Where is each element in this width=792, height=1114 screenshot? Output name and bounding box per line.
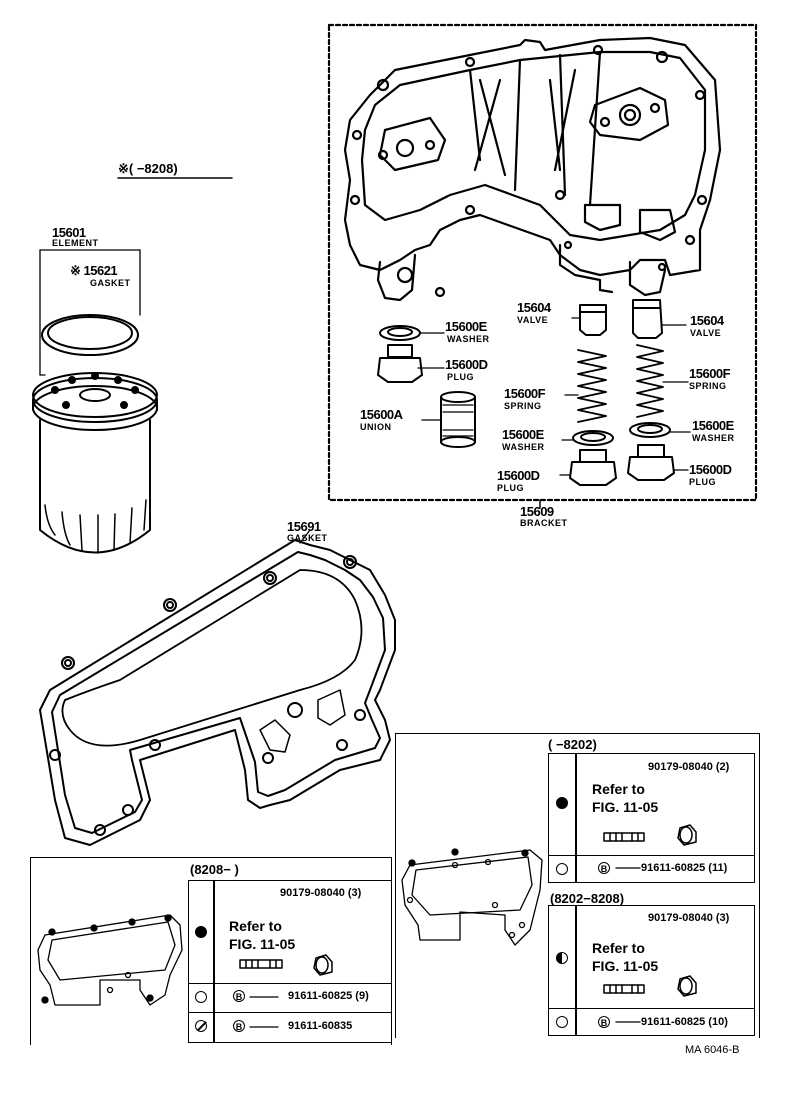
table-leaders [249, 867, 641, 1028]
b-circle-icon: B [233, 1020, 245, 1032]
table-right-bottom [548, 905, 755, 1036]
table-right-top-col [575, 753, 577, 883]
filter-gasket-number: ※ 15621 [70, 263, 118, 278]
table-left-row2-part: 91611-60825 (9) [288, 989, 369, 1002]
washer-left-name: WASHER [447, 334, 490, 344]
table-left-header: (8208− ) [190, 862, 239, 877]
union-drawing [440, 391, 476, 448]
washer-right-number: 15600E [692, 418, 734, 433]
valve-left-drawing [579, 304, 607, 336]
washer-right-drawing [629, 422, 671, 438]
table-right-bottom-divider [548, 1008, 755, 1009]
plug-left-name: PLUG [447, 372, 475, 382]
filter-gasket-name: GASKET [90, 278, 131, 288]
valve-right-number: 15604 [690, 313, 724, 328]
table-left-bolt-part: 90179-08040 (3) [280, 887, 362, 899]
union-name: UNION [360, 422, 392, 432]
footer-code: MA 6046-B [685, 1044, 740, 1056]
spring-left-number: 15600F [504, 386, 546, 401]
big-gasket-drawing [39, 529, 396, 846]
table-left-col [213, 880, 215, 1043]
open-circle-symbol [556, 1016, 568, 1028]
open-circle-symbol [195, 991, 207, 1003]
plug-right-name: PLUG [689, 477, 717, 487]
table-left-row2: B 91611-60825 (9) [233, 990, 369, 1002]
plug-right-number: 15600D [689, 462, 732, 477]
element-name: ELEMENT [52, 238, 99, 248]
table-right-bottom-col [575, 905, 577, 1036]
table-right-bottom-row2-part: 91611-60825 (10) [641, 1015, 728, 1028]
spring-right-name: SPRING [689, 381, 727, 391]
table-right-bottom-fig: FIG. 11-05 [592, 958, 659, 974]
b-circle-icon: B [598, 1016, 610, 1028]
spring-right-number: 15600F [689, 366, 731, 381]
bracket-leaders [417, 317, 691, 476]
bracket-number: 15609 [520, 504, 554, 519]
table-left-row3: B 91611-60835 [233, 1020, 352, 1032]
big-gasket-name: GASKET [287, 533, 328, 543]
spring-left-name: SPRING [504, 401, 542, 411]
stud-and-nut-right-bottom [603, 975, 697, 997]
table-right-top-fig: FIG. 11-05 [592, 799, 659, 815]
spring-right-drawing [636, 344, 664, 418]
b-circle-icon: B [233, 990, 245, 1002]
valve-left-number: 15604 [517, 300, 551, 315]
plug-right-drawing [627, 444, 675, 481]
half-circle-symbol [556, 952, 568, 964]
table-left [188, 880, 392, 1043]
table-right-top-refer: Refer to [592, 781, 645, 797]
table-right-top-row2-part: 91611-60825 (11) [641, 861, 728, 874]
small-gasket-right [401, 848, 543, 946]
union-number: 15600A [360, 407, 403, 422]
bracket-casting [343, 36, 722, 302]
table-right-bottom-row2: B 91611-60825 (10) [598, 1016, 728, 1028]
table-right-top [548, 753, 755, 883]
table-right-bottom-refer: Refer to [592, 940, 645, 956]
big-gasket-number: 15691 [287, 519, 321, 534]
solid-circle-symbol [195, 926, 207, 938]
bracket-boundary [327, 23, 758, 502]
table-left-divider-2 [188, 1012, 392, 1013]
washer-mid-drawing [572, 430, 614, 446]
stud-and-nut-right-top [603, 824, 697, 846]
table-right-top-row2: B 91611-60825 (11) [598, 862, 727, 874]
table-right-top-header: ( −8202) [548, 737, 597, 752]
plug-mid-name: PLUG [497, 483, 525, 493]
table-left-divider-1 [188, 983, 392, 984]
valve-left-name: VALVE [517, 315, 549, 325]
spring-left-drawing [577, 349, 607, 423]
top-note: ※( −8208) [118, 161, 178, 176]
table-right-bottom-bolt-part: 90179-08040 (3) [648, 912, 730, 924]
slashed-circle-symbol [195, 1020, 207, 1032]
table-left-refer: Refer to [229, 918, 282, 934]
small-gasket-left [37, 914, 183, 1006]
washer-mid-number: 15600E [502, 427, 544, 442]
plug-left-top-drawing [377, 344, 423, 383]
washer-mid-name: WASHER [502, 442, 545, 452]
plug-mid-number: 15600D [497, 468, 540, 483]
plug-left-number: 15600D [445, 357, 488, 372]
table-left-row3-part: 91611-60835 [288, 1019, 353, 1032]
plug-mid-drawing [569, 449, 617, 486]
open-circle-symbol [556, 863, 568, 875]
table-right-top-bolt-part: 90179-08040 (2) [648, 761, 730, 773]
valve-right-name: VALVE [690, 328, 722, 338]
table-right-bottom-header: (8202−8208) [550, 891, 625, 906]
washer-left-top-drawing [379, 325, 421, 341]
solid-circle-symbol [556, 797, 568, 809]
valve-right-drawing [632, 299, 663, 339]
washer-left-number: 15600E [445, 319, 487, 334]
filter-element-drawing [32, 249, 158, 554]
stud-and-nut-left [239, 954, 333, 976]
washer-right-name: WASHER [692, 433, 735, 443]
element-number: 15601 [52, 225, 86, 240]
bracket-name: BRACKET [520, 518, 568, 528]
right-panel-frame [395, 733, 760, 1038]
table-left-fig: FIG. 11-05 [229, 936, 296, 952]
table-right-top-divider [548, 855, 755, 856]
b-circle-icon: B [598, 862, 610, 874]
